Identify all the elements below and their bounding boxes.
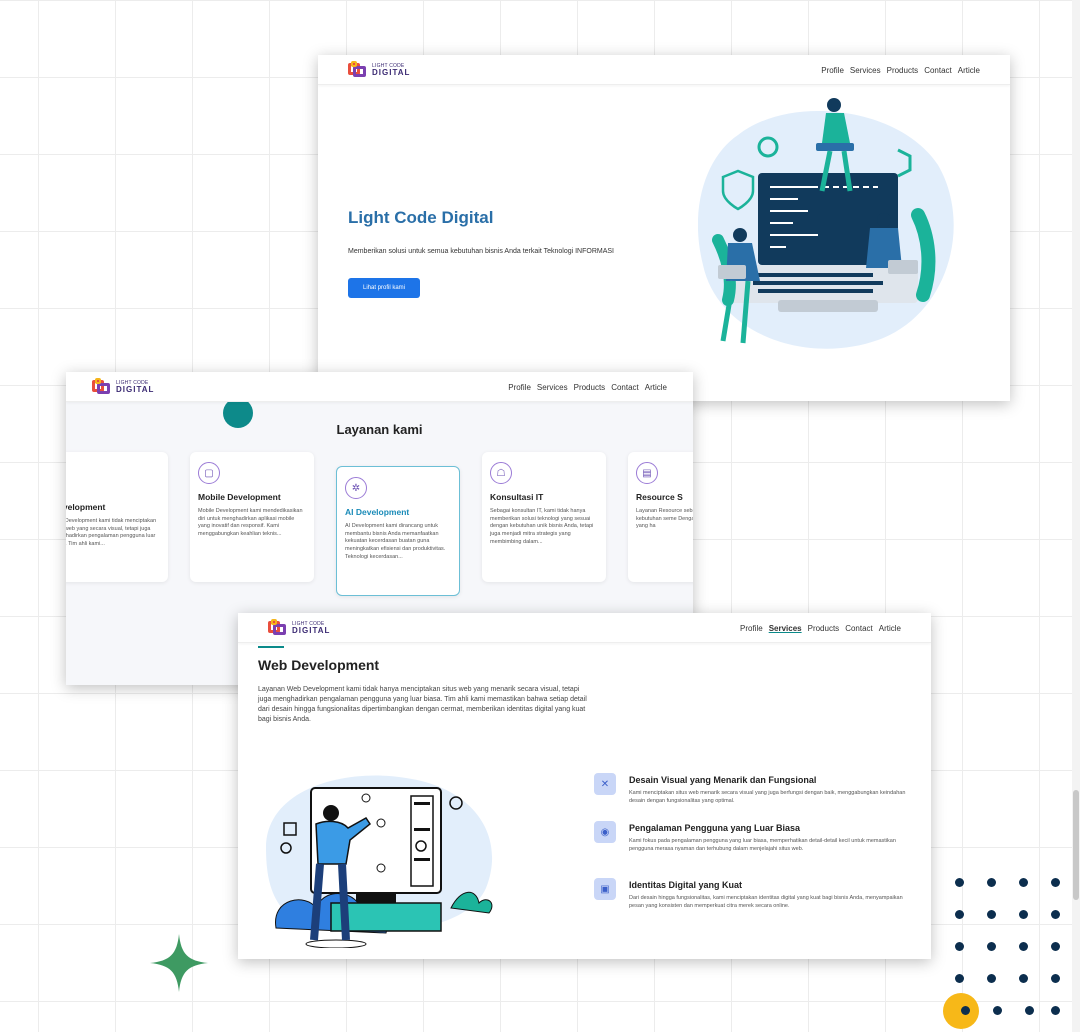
service-card-web[interactable]: Development Web Development kami tidak m… — [66, 452, 168, 582]
nav-services[interactable]: Services — [536, 383, 568, 392]
bulb-icon: ◉ — [594, 821, 616, 843]
nav-services[interactable]: Services — [849, 66, 881, 75]
consult-icon: ☖ — [490, 462, 512, 484]
logo-mark-icon — [348, 61, 368, 79]
webdev-title: Web Development — [258, 657, 380, 673]
logo-text-bottom: DIGITAL — [372, 67, 411, 77]
service-card-resource[interactable]: ▤ Resource S Layanan Resource sebagai so… — [628, 452, 693, 582]
logo-text-bottom: DIGITAL — [292, 625, 331, 635]
feature-title: Pengalaman Pengguna yang Luar Biasa — [629, 823, 801, 833]
logo-text-top: LIGHT CODE — [292, 620, 325, 627]
service-card-title: Mobile Development — [198, 492, 281, 502]
feature-title: Desain Visual yang Menarik dan Fungsiona… — [629, 775, 817, 785]
hero-subtitle: Memberikan solusi untuk semua kebutuhan … — [348, 248, 615, 255]
nav-menu: Profile Services Products Contact Articl… — [508, 383, 667, 392]
nav-products[interactable]: Products — [886, 66, 919, 75]
feature-desc: Dari desain hingga fungsionalitas, kami … — [629, 895, 903, 909]
nav-contact[interactable]: Contact — [845, 624, 873, 633]
design-icon: ✕ — [594, 773, 616, 795]
service-card-desc: Layanan Resource sebagai solusi ef kebut… — [636, 508, 693, 530]
logo-text-bottom: DIGITAL — [116, 384, 155, 394]
hero-illustration — [698, 98, 954, 349]
feature-title: Identitas Digital yang Kuat — [629, 880, 743, 890]
nav-services[interactable]: Services — [768, 624, 802, 633]
logo-mark-icon — [92, 378, 112, 396]
title-accent-bar — [258, 646, 284, 648]
service-card-title: Konsultasi IT — [490, 492, 544, 502]
services-heading: Layanan kami — [336, 422, 423, 437]
resource-icon: ▤ — [636, 462, 658, 484]
service-card-title: Development — [66, 502, 106, 512]
sparkle-star-icon — [150, 934, 208, 992]
logo-mark-icon — [268, 619, 288, 637]
nav-products[interactable]: Products — [573, 383, 606, 392]
service-card-desc: Mobile Development kami mendedikasikan d… — [198, 508, 303, 538]
webdev-description: Layanan Web Development kami tidak hanya… — [258, 686, 587, 724]
ai-icon: ✲ — [345, 477, 367, 499]
service-card-desc: AI Development kami dirancang untuk memb… — [345, 523, 446, 560]
service-card-ai[interactable]: ✲ AI Development AI Development kami dir… — [336, 466, 460, 596]
scrollbar-thumb[interactable] — [1073, 790, 1079, 900]
nav-article[interactable]: Article — [957, 66, 980, 75]
nav-article[interactable]: Article — [878, 624, 901, 633]
nav-contact[interactable]: Contact — [611, 383, 639, 392]
logo-text-top: LIGHT CODE — [372, 62, 405, 69]
service-card-desc: Web Development kami tidak menciptakan s… — [66, 518, 157, 548]
service-card-title: Resource S — [636, 492, 683, 502]
logo-text-top: LIGHT CODE — [116, 379, 149, 386]
nav-contact[interactable]: Contact — [924, 66, 952, 75]
decor-blob — [223, 398, 253, 428]
hero-title: Light Code Digital — [348, 208, 494, 227]
service-card-consult[interactable]: ☖ Konsultasi IT Sebagai konsultan IT, ka… — [482, 452, 606, 582]
scrollbar[interactable] — [1072, 0, 1080, 1032]
feature-desc: Kami fokus pada pengalaman pengguna yang… — [629, 838, 896, 852]
profile-button[interactable]: Lihat profil kami — [348, 278, 420, 298]
service-card-title: AI Development — [345, 507, 410, 517]
nav-menu: Profile Services Products Contact Articl… — [821, 66, 980, 75]
mobile-icon: ▢ — [198, 462, 220, 484]
nav-article[interactable]: Article — [644, 383, 667, 392]
nav-products[interactable]: Products — [807, 624, 840, 633]
service-card-mobile[interactable]: ▢ Mobile Development Mobile Development … — [190, 452, 314, 582]
feature-desc: Kami menciptakan situs web menarik secar… — [629, 790, 906, 804]
webdev-illustration — [266, 775, 493, 948]
nav-profile[interactable]: Profile — [508, 383, 531, 392]
identity-icon: ▣ — [594, 878, 616, 900]
service-card-desc: Sebagai konsultan IT, kami tidak hanya m… — [490, 508, 594, 545]
nav-profile[interactable]: Profile — [740, 624, 763, 633]
nav-menu: Profile Services Products Contact Articl… — [740, 624, 901, 633]
nav-profile[interactable]: Profile — [821, 66, 844, 75]
